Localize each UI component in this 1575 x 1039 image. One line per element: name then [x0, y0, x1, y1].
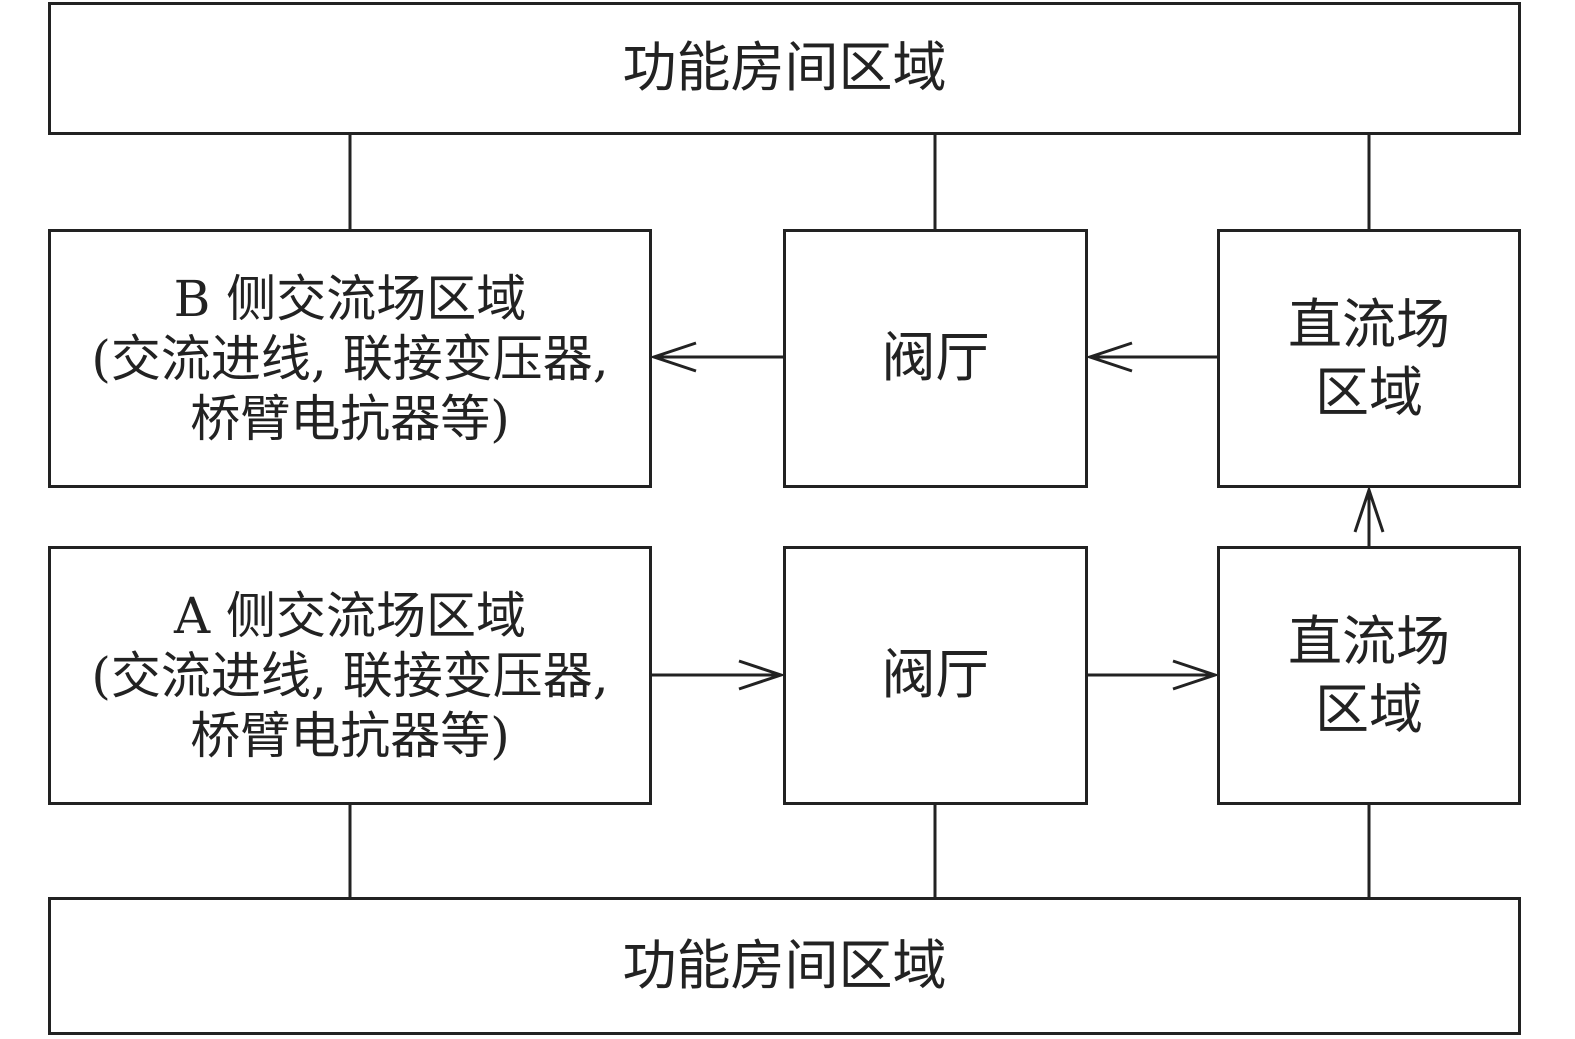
ac-a-title: A 侧交流场区域 [173, 586, 526, 645]
dc-field-region-lower: 直流场 区域 [1217, 546, 1521, 805]
valve-hall-lower: 阀厅 [783, 546, 1088, 805]
dc-upper-label-line1: 直流场 [1288, 293, 1450, 356]
valve-hall-upper-label: 阀厅 [881, 326, 990, 390]
functional-room-region-top: 功能房间区域 [48, 2, 1521, 135]
dc-lower-label-line1: 直流场 [1288, 610, 1450, 673]
ac-field-region-a: A 侧交流场区域 (交流进线, 联接变压器, 桥臂电抗器等) [48, 546, 652, 805]
arrowhead-left-icon [649, 341, 697, 373]
arrowhead-right-icon [1172, 659, 1220, 691]
functional-room-label-bottom: 功能房间区域 [622, 933, 947, 997]
dc-upper-label-line2: 区域 [1315, 360, 1423, 424]
valve-hall-lower-label: 阀厅 [881, 643, 990, 707]
ac-b-title: B 侧交流场区域 [173, 269, 527, 328]
ac-b-detail-line2: 桥臂电抗器等) [190, 389, 510, 448]
valve-hall-upper: 阀厅 [783, 229, 1088, 488]
ac-a-detail-line1: (交流进线, 联接变压器, [91, 646, 609, 705]
functional-room-region-bottom: 功能房间区域 [48, 897, 1521, 1035]
functional-room-label-top: 功能房间区域 [622, 36, 947, 100]
arrowhead-right-icon [738, 659, 786, 691]
ac-a-detail-line2: 桥臂电抗器等) [190, 706, 510, 765]
dc-lower-label-line2: 区域 [1315, 677, 1423, 741]
dc-field-region-upper: 直流场 区域 [1217, 229, 1521, 488]
ac-field-region-b: B 侧交流场区域 (交流进线, 联接变压器, 桥臂电抗器等) [48, 229, 652, 488]
arrowhead-up-icon [1353, 485, 1385, 533]
ac-b-detail-line1: (交流进线, 联接变压器, [91, 329, 609, 388]
arrowhead-left-icon [1085, 341, 1133, 373]
